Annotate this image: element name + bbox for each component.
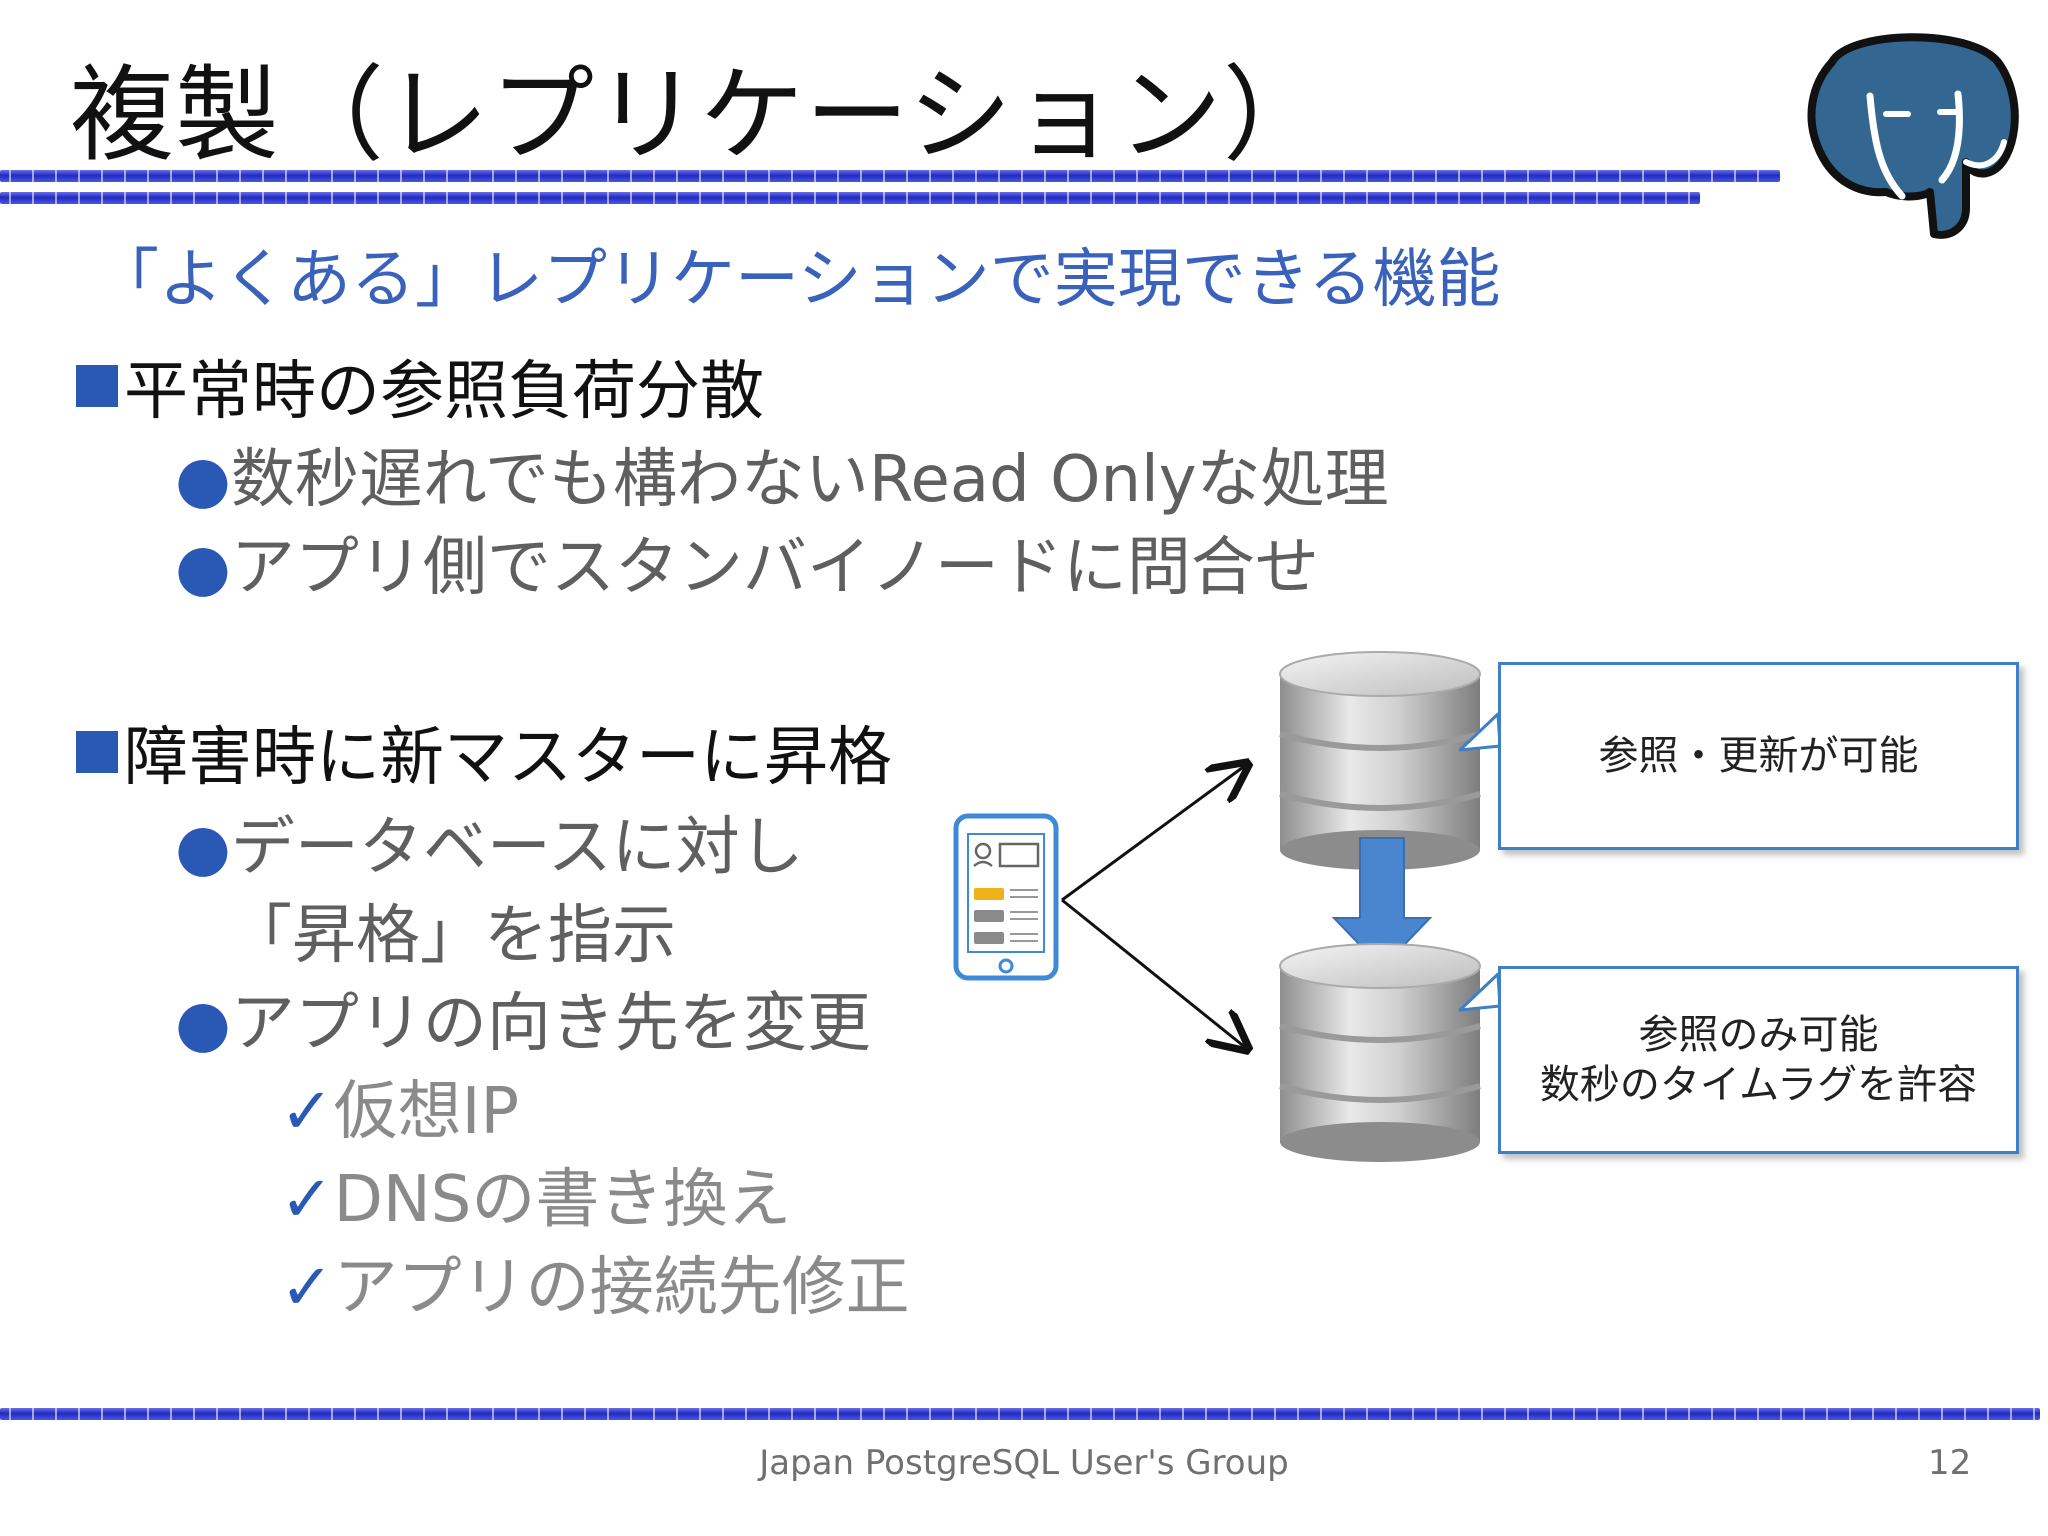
check-item: ✓DNSの書き換え xyxy=(280,1148,791,1240)
bullet-text: アプリ側でスタンバイノードに問合せ xyxy=(230,531,1319,605)
callout-standby-line1: 参照のみ可能 xyxy=(1638,1012,1879,1058)
round-bullet-icon: ● xyxy=(175,811,231,885)
checkmark-icon: ✓ xyxy=(280,1075,334,1149)
round-bullet-icon: ● xyxy=(175,531,231,605)
bullet-text: 数秒遅れでも構わないRead Onlyな処理 xyxy=(230,443,1389,517)
round-bullet-icon: ● xyxy=(175,987,231,1061)
square-bullet-icon xyxy=(76,365,118,407)
bullet-continuation: 「昇格」を指示 xyxy=(228,899,676,973)
bottom-rule xyxy=(0,1408,2040,1420)
section-heading-text: 障害時に新マスターに昇格 xyxy=(124,721,892,795)
footer-text: Japan PostgreSQL User's Group xyxy=(759,1443,1289,1483)
section-heading-failover: 障害時に新マスターに昇格 xyxy=(76,706,892,798)
check-text: 仮想IP xyxy=(333,1075,520,1149)
arrow-to-primary xyxy=(1061,765,1246,902)
callout-primary: 参照・更新が可能 xyxy=(1498,662,2019,850)
bullet-text: アプリの向き先を変更 xyxy=(230,987,871,1061)
section-heading-normal: 平常時の参照負荷分散 xyxy=(76,340,764,432)
check-item: ✓仮想IP xyxy=(280,1060,519,1152)
callout-standby-line2: 数秒のタイムラグを許容 xyxy=(1539,1062,1978,1108)
bullet-item: ●アプリ側でスタンバイノードに問合せ xyxy=(175,516,1319,608)
section-heading-text: 平常時の参照負荷分散 xyxy=(124,355,764,429)
bullet-text: データベースに対し xyxy=(230,811,804,885)
square-bullet-icon xyxy=(76,731,118,773)
page-number: 12 xyxy=(1928,1443,1972,1483)
bullet-item: ●データベースに対し xyxy=(175,796,804,888)
tablet-app-icon xyxy=(953,813,1059,981)
slide-subtitle: 「よくある」レプリケーションで実現できる機能 xyxy=(95,243,1501,317)
bullet-item: ●数秒遅れでも構わないRead Onlyな処理 xyxy=(175,428,1389,520)
check-text: アプリの接続先修正 xyxy=(333,1251,910,1325)
callout-standby: 参照のみ可能 数秒のタイムラグを許容 xyxy=(1498,966,2019,1154)
down-arrow-icon xyxy=(1331,837,1433,970)
postgresql-elephant-logo-icon xyxy=(1807,33,2019,239)
check-text: DNSの書き換え xyxy=(333,1163,792,1237)
replication-diagram xyxy=(953,651,1502,1162)
bullet-item: ●アプリの向き先を変更 xyxy=(175,972,871,1064)
top-rule-upper xyxy=(0,170,1780,182)
callout-primary-text: 参照・更新が可能 xyxy=(1598,733,1919,779)
arrow-to-standby xyxy=(1061,898,1246,1048)
top-rule-lower xyxy=(0,192,1700,204)
round-bullet-icon: ● xyxy=(175,443,231,517)
slide-title: 複製（レプリケーション） xyxy=(70,54,1328,176)
database-cylinder-icon xyxy=(1279,943,1481,1162)
check-item: ✓アプリの接続先修正 xyxy=(280,1236,910,1328)
checkmark-icon: ✓ xyxy=(280,1251,334,1325)
checkmark-icon: ✓ xyxy=(280,1163,334,1237)
